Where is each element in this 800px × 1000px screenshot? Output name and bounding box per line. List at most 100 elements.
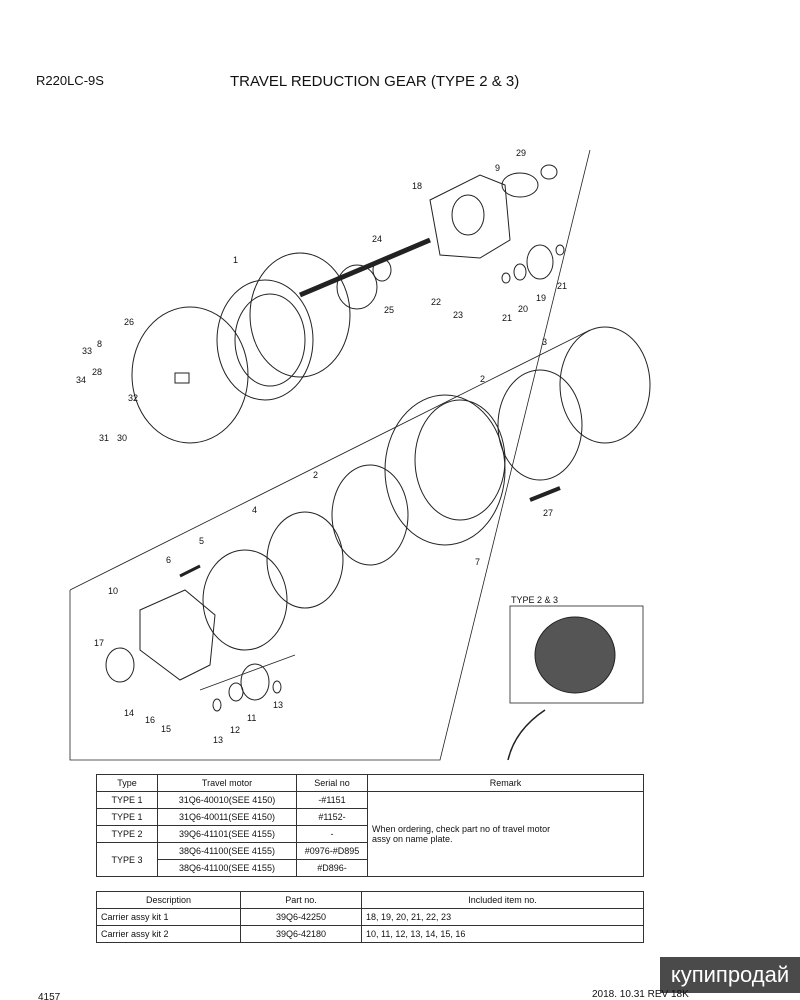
model-name: R220LC-9S [36,73,104,88]
inset-label: TYPE 2 & 3 [511,595,558,605]
callout: 19 [536,293,546,303]
ring-gear-inner [234,293,306,387]
ring-part [266,511,344,609]
serial-cell: -#1151 [296,791,368,809]
table-row: Carrier assy kit 1 39Q6-42250 18, 19, 20… [96,908,644,926]
callout: 25 [384,305,394,315]
type-cell: TYPE 1 [96,791,158,809]
callout: 12 [230,725,240,735]
inset-frame [509,605,644,704]
callout: 34 [76,375,86,385]
frame-line [199,654,296,691]
bearing-part [497,369,583,481]
table-header-row: Type Travel motor Serial no Remark [96,774,644,792]
frame-line [69,149,591,761]
remark-cell: When ordering, check part no of travel m… [367,791,644,877]
table-row: TYPE 2 39Q6-41101(SEE 4155) - [96,825,644,843]
callout: 14 [124,708,134,718]
bearing-part [331,464,409,566]
callout: 6 [166,555,171,565]
washer-part [555,244,565,256]
sun-gear-part [105,647,135,683]
column-header: Included item no. [361,891,644,909]
callout: 10 [108,586,118,596]
shaft-part [299,237,431,298]
sun-gear-part [372,258,392,282]
items-cell: 10, 11, 12, 13, 14, 15, 16 [361,925,644,943]
callout: 1 [233,255,238,265]
serial-cell: #0976-#D895 [296,842,368,860]
motor-cell: 38Q6-41100(SEE 4155) [157,842,297,860]
carrier-bore [451,194,485,236]
planet-gear-part [526,244,554,280]
callout: 13 [273,700,283,710]
cover-part [131,306,249,444]
callout: 11 [247,713,256,723]
frame-line [69,329,591,591]
callout: 26 [124,317,134,327]
bolt-part [529,486,561,502]
type-cell: TYPE 3 [96,842,158,877]
callout: 21 [502,313,512,323]
table-header-row: Description Part no. Included item no. [96,891,644,909]
callout: 8 [97,339,102,349]
travel-motor-type-table: Type Travel motor Serial no Remark TYPE … [96,774,644,877]
callout: 13 [213,735,223,745]
page-number: 4157 [38,992,61,1000]
kit-table: Description Part no. Included item no. C… [96,891,644,943]
motor-cell: 31Q6-40011(SEE 4150) [157,808,297,826]
callout: 30 [117,433,127,443]
ring-gear-part [249,252,351,378]
callout: 28 [92,367,102,377]
revision-info: 2018. 10.31 REV 18K [592,989,689,1000]
callout: 21 [557,281,567,291]
callout: 3 [542,337,547,347]
washer-part [272,680,282,694]
nameplate-part [174,372,190,384]
table-row: TYPE 1 31Q6-40010(SEE 4150) -#1151 When … [96,791,644,877]
serial-cell: #D896- [296,859,368,877]
arrow-icon [507,709,546,761]
callout: 2 [313,470,318,480]
items-cell: 18, 19, 20, 21, 22, 23 [361,908,644,926]
callout: 4 [252,505,257,515]
callout: 7 [475,557,480,567]
serial-cell: - [296,825,368,843]
type-cell: TYPE 1 [96,808,158,826]
description-cell: Carrier assy kit 2 [96,925,241,943]
callout: 24 [372,234,382,244]
type-cell: TYPE 2 [96,825,158,843]
watermark: купипродай [660,957,800,993]
part-no-cell: 39Q6-42250 [240,908,362,926]
callout: 15 [161,724,171,734]
callout: 16 [145,715,155,725]
serial-cell: #1152- [296,808,368,826]
o-ring-part [336,264,378,310]
column-header: Part no. [240,891,362,909]
description-cell: Carrier assy kit 1 [96,908,241,926]
cover-plate-part [202,549,288,651]
ring-gear-part [216,279,314,401]
callout: 31 [99,433,109,443]
table-row: 38Q6-41100(SEE 4155) #D896- [97,859,644,877]
exploded-diagram: TYPE 2 & 3 29 9 18 1 24 25 22 23 21 20 1… [69,148,651,761]
part-no-cell: 39Q6-42180 [240,925,362,943]
column-header: Description [96,891,241,909]
washer-part [501,272,511,284]
seal-part [559,326,651,444]
bearing-part [501,172,539,198]
callout: 23 [453,310,463,320]
callout: 9 [495,163,500,173]
column-header: Travel motor [157,774,297,792]
washer-part [212,698,222,712]
column-header: Remark [367,774,644,792]
callout: 18 [412,181,422,191]
callout: 32 [128,393,138,403]
needle-bearing-part [228,682,244,702]
housing-part [384,394,506,546]
snap-ring-part [540,164,558,180]
table-row: Carrier assy kit 2 39Q6-42180 10, 11, 12… [96,925,644,943]
motor-cell: 31Q6-40010(SEE 4150) [157,791,297,809]
motor-cell: 38Q6-41100(SEE 4155) [157,859,297,877]
